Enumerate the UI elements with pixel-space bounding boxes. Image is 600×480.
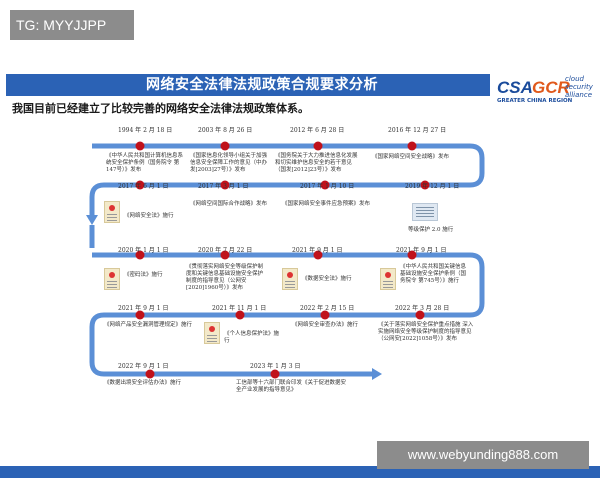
document-icon	[104, 201, 120, 223]
event-desc: 《个人信息保护法》施行	[224, 331, 280, 344]
slide-title: 网络安全法律法规政策合规要求分析	[6, 74, 490, 96]
event-desc: 《贯彻落实网络安全等级保护制度和关键信息基础设施安全保护制度的指导意见（公网安[…	[186, 264, 264, 291]
timeline-dot	[235, 310, 245, 320]
event-date: 2022 年 2 月 15 日	[300, 305, 355, 312]
screenshot-icon	[412, 203, 438, 221]
slide-subtitle: 我国目前已经建立了比较完善的网络安全法律法规政策体系。	[12, 102, 309, 115]
event-date: 2022 年 9 月 1 日	[118, 363, 169, 370]
event-desc: 《网络空间国际合作战略》发布	[190, 201, 268, 207]
timeline-dot	[270, 369, 280, 379]
event-desc: 《关于落实网络安全保护重点措施 深入实施网络安全等级保护制度的指导意见（公网安[…	[378, 322, 474, 342]
event-date: 2020 年 7 月 22 日	[198, 247, 253, 254]
timeline-dot	[420, 180, 430, 190]
event-date: 2021 年 9 月 1 日	[396, 247, 447, 254]
timeline-dot	[220, 141, 230, 151]
event-date: 2020 年 1 月 1 日	[118, 247, 169, 254]
slide-footer-bar	[0, 466, 600, 478]
event-date: 2019 年 12 月 1 日	[405, 183, 460, 190]
timeline-dot	[135, 180, 145, 190]
timeline-dot	[320, 180, 330, 190]
event-desc: 等级保护 2.0 施行	[408, 227, 454, 233]
event-desc: 《国务院关于大力推进信息化发展和切实维护信息安全的若干意见（国发[2012]23…	[275, 153, 358, 173]
event-date: 2021 年 11 月 1 日	[212, 305, 267, 312]
event-desc: 《数据出境安全评估办法》施行	[104, 380, 182, 386]
document-icon	[104, 268, 120, 290]
document-icon	[380, 268, 396, 290]
event-desc: 《中华人民共和国计算机信息系统安全保护条例（国务院令 第147号）》发布	[106, 153, 184, 173]
timeline-dot	[407, 250, 417, 260]
event-date: 2017 年 6 月 1 日	[118, 183, 169, 190]
event-desc: 《中华人民共和国关键信息基础设施安全保护条例（国务院令 第745号）》施行	[400, 264, 467, 284]
timeline-dot	[220, 180, 230, 190]
timeline-dot	[320, 310, 330, 320]
event-desc: 《数据安全法》施行	[302, 276, 352, 282]
event-desc: 《密码法》施行	[124, 272, 163, 278]
event-desc: 《国家网络安全事件应急预案》发布	[282, 201, 371, 207]
event-date: 2021 年 9 月 1 日	[118, 305, 169, 312]
event-date: 2017 年 3 月 1 日	[198, 183, 249, 190]
event-date: 2022 年 3 月 28 日	[395, 305, 450, 312]
timeline-dot	[145, 369, 155, 379]
timeline-track	[86, 141, 485, 380]
timeline-dot	[220, 250, 230, 260]
event-date: 2016 年 12 月 27 日	[388, 127, 447, 134]
document-icon	[204, 322, 220, 344]
document-icon	[282, 268, 298, 290]
event-desc: 工信部等十六部门联合印发《关于促进数据安全产业发展的指导意见》	[236, 380, 347, 393]
event-date: 2021 年 9 月 1 日	[292, 247, 343, 254]
timeline-dot	[415, 310, 425, 320]
event-desc: 《网络安全审查办法》施行	[292, 322, 359, 328]
event-date: 2003 年 8 月 26 日	[198, 127, 253, 134]
event-date: 1994 年 2 月 18 日	[118, 127, 173, 134]
event-desc: 《国家信息化领导小组关于加强信息安全保障工作的意见（中办发[2003]27号）》…	[190, 153, 268, 173]
event-desc: 《网络安全法》施行	[124, 213, 174, 219]
event-date: 2017 年 1 月 10 日	[300, 183, 355, 190]
event-date: 2012 年 6 月 28 日	[290, 127, 345, 134]
watermark-url: www.webyunding888.com	[377, 441, 589, 469]
timeline-dot	[135, 250, 145, 260]
timeline-dot	[135, 310, 145, 320]
timeline-dot	[407, 141, 417, 151]
timeline-dot	[313, 250, 323, 260]
event-desc: 《国家网络空间安全战略》发布	[372, 154, 450, 160]
source-tag: TG: MYYJJPP	[10, 10, 134, 40]
event-desc: 《网络产品安全漏洞管理规定》施行	[104, 322, 193, 328]
event-date: 2023 年 1 月 3 日	[250, 363, 301, 370]
timeline-dot	[135, 141, 145, 151]
timeline-dot	[313, 141, 323, 151]
